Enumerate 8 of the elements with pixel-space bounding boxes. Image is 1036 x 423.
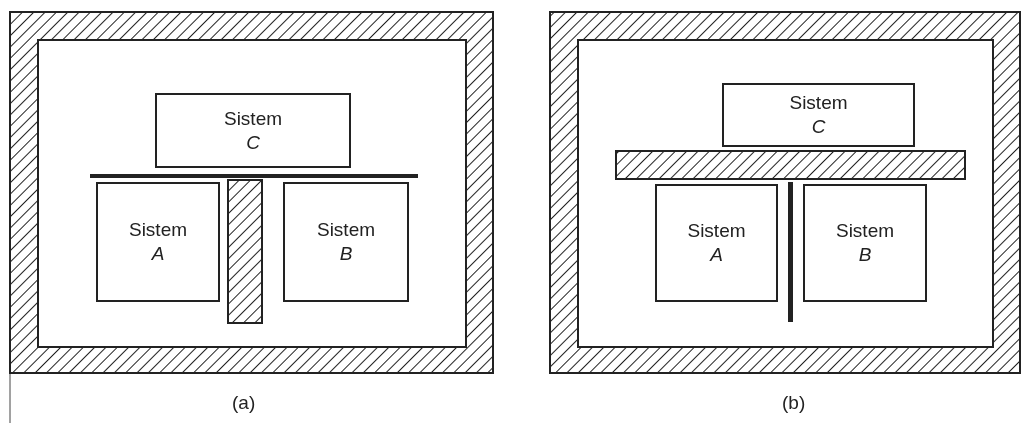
system-box: Sistem A: [96, 182, 220, 302]
system-box: Sistem B: [283, 182, 409, 302]
panel-label: (b): [782, 392, 806, 414]
system-box: Sistem B: [803, 184, 927, 302]
system-box: Sistem C: [722, 83, 915, 147]
panel-label: (a): [232, 392, 256, 414]
system-box: Sistem A: [655, 184, 778, 302]
system-box: Sistem C: [155, 93, 351, 168]
